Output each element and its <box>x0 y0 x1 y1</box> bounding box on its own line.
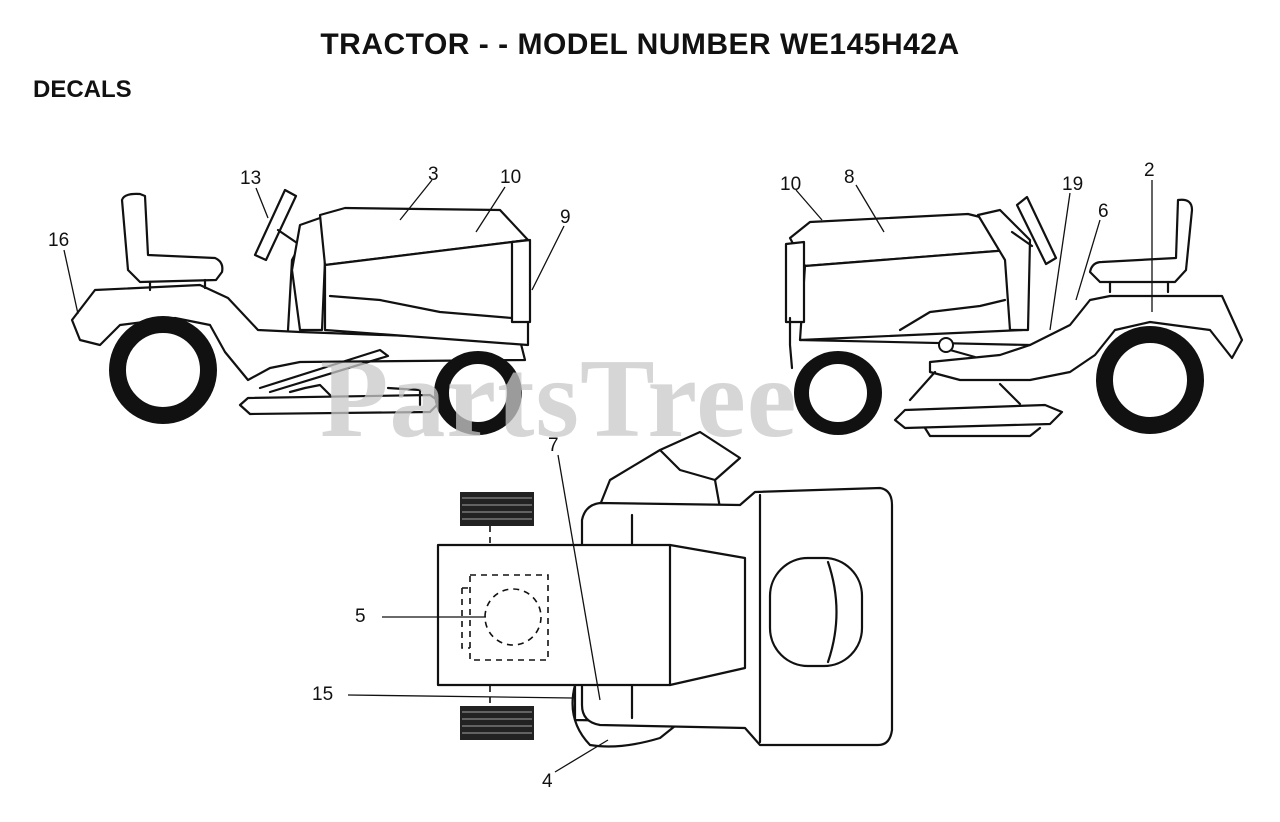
callout-9: 9 <box>560 207 571 228</box>
callout-10-right: 10 <box>780 174 801 195</box>
tractor-left-side-view <box>63 179 565 435</box>
callout-16: 16 <box>48 230 69 251</box>
callout-labels: 16 13 3 10 9 10 8 19 2 6 7 5 15 4 <box>48 160 1155 792</box>
callout-13: 13 <box>240 168 261 189</box>
watermark-logo: PartsTree <box>320 337 798 461</box>
callout-19: 19 <box>1062 174 1083 195</box>
callout-5: 5 <box>355 606 366 627</box>
callout-4: 4 <box>542 771 553 792</box>
callout-2: 2 <box>1144 160 1155 181</box>
callout-3: 3 <box>428 164 439 185</box>
callout-7: 7 <box>548 435 559 456</box>
callout-15: 15 <box>312 684 333 705</box>
section-heading: DECALS <box>33 76 132 103</box>
page-title: TRACTOR - - MODEL NUMBER WE145H42A <box>320 28 960 61</box>
tractor-right-side-view <box>784 180 1244 438</box>
callout-10: 10 <box>500 167 521 188</box>
callout-8: 8 <box>844 167 855 188</box>
callout-6: 6 <box>1098 201 1109 222</box>
tractor-top-view <box>347 430 894 773</box>
